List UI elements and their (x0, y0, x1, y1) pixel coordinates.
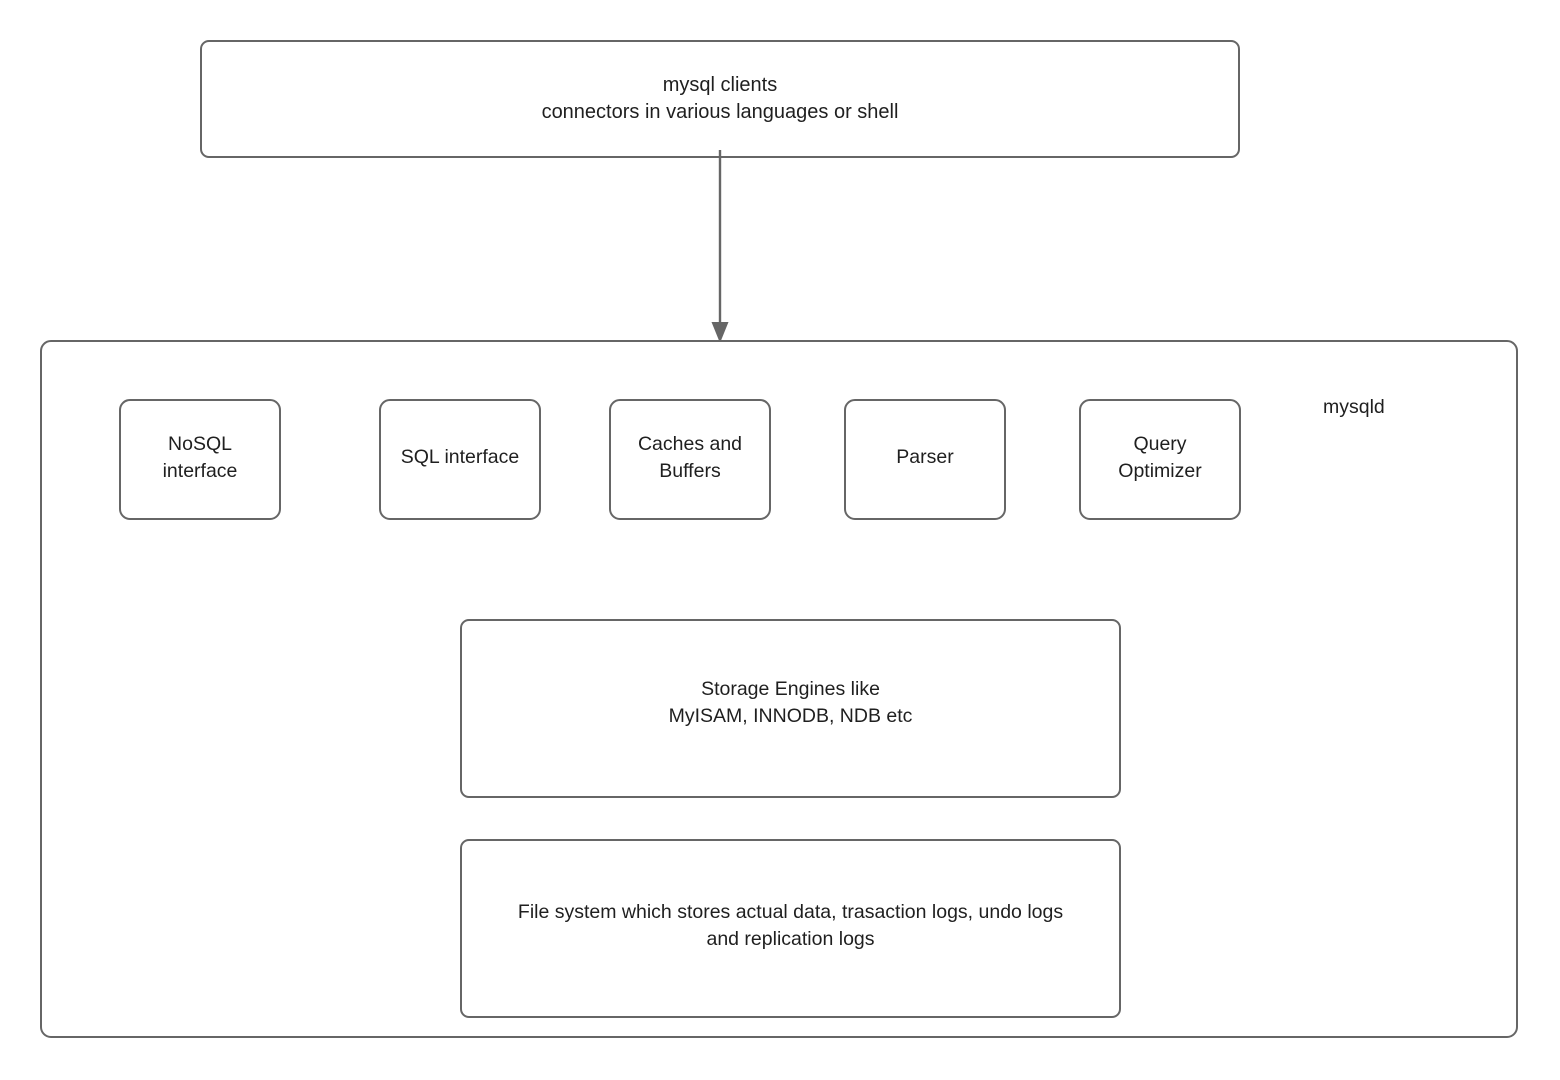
component-box-parser[interactable]: Parser (844, 399, 1006, 520)
component-box-query-optimizer[interactable]: Query Optimizer (1079, 399, 1241, 520)
component-label: Parser (896, 446, 954, 468)
clients-to-mysqld-arrow (711, 150, 729, 343)
mysql-clients-box[interactable]: mysql clients connectors in various lang… (200, 40, 1240, 158)
storage-engines-label: Storage Engines like MyISAM, INNODB, NDB… (668, 677, 913, 727)
component-box-nosql-interface[interactable]: NoSQL interface (119, 399, 281, 520)
component-label: Query Optimizer (1118, 432, 1202, 482)
storage-engines-box[interactable]: Storage Engines like MyISAM, INNODB, NDB… (460, 619, 1121, 798)
mysql-clients-label: mysql clients connectors in various lang… (541, 74, 899, 123)
component-box-sql-interface[interactable]: SQL interface (379, 399, 541, 520)
component-label: Caches and Buffers (637, 432, 743, 482)
file-system-box[interactable]: File system which stores actual data, tr… (460, 839, 1121, 1018)
file-system-label: File system which stores actual data, tr… (517, 900, 1064, 950)
mysqld-title-label: mysqld (1323, 396, 1385, 418)
component-box-caches-buffers[interactable]: Caches and Buffers (609, 399, 771, 520)
component-label: SQL interface (400, 446, 520, 468)
component-label: NoSQL interface (162, 432, 238, 482)
